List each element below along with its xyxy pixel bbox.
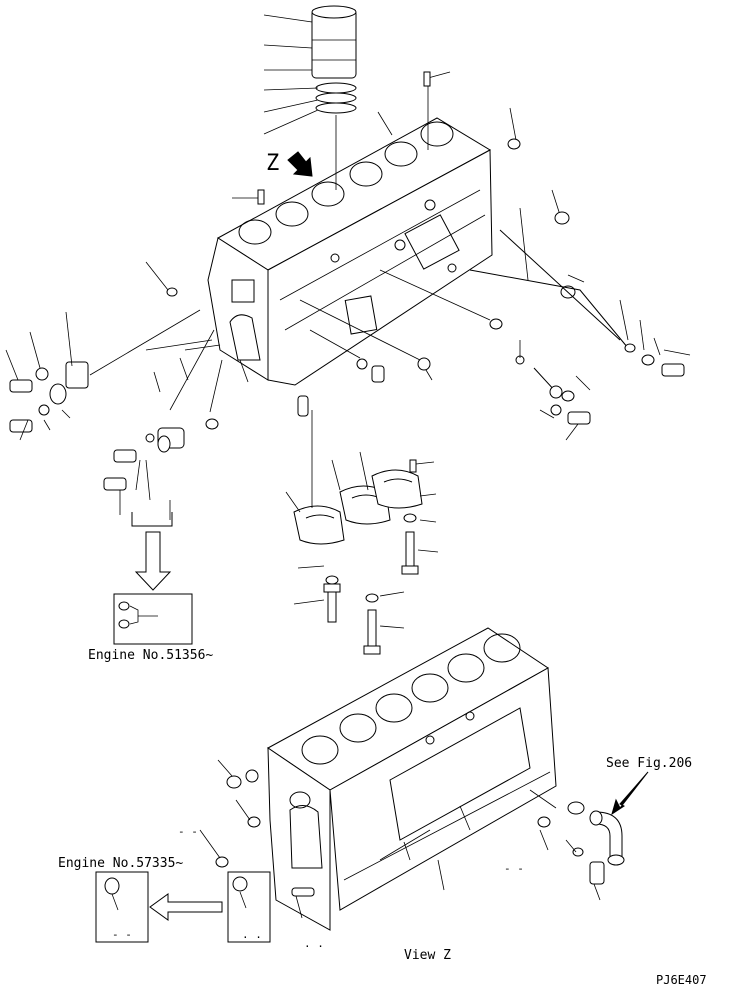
view-letter: Z — [266, 151, 279, 176]
see-fig-label: See Fig.206 — [606, 756, 692, 771]
view-arrow-icon — [287, 151, 313, 177]
cylinder-bores-lower — [301, 633, 521, 765]
drawing-code: PJ6E407 — [656, 973, 707, 987]
view-z-label: View Z — [404, 948, 451, 963]
lower-cylinder-block — [267, 627, 557, 931]
engine-no-label-1: Engine No.51356~ — [88, 648, 213, 663]
callout-leaders-upper — [145, 14, 585, 381]
cylinder-liner — [311, 5, 357, 79]
dash-pair-left: - - — [178, 825, 198, 838]
down-arrow-icon — [134, 531, 172, 591]
dot-pair-bottom: . . — [304, 937, 324, 950]
pointer-arrow-icon — [611, 771, 649, 816]
detail-box-1 — [113, 593, 193, 645]
detail-box-2 — [95, 871, 149, 943]
engine-no-label-2: Engine No.57335~ — [58, 856, 183, 871]
box3-marks: . . — [242, 928, 262, 941]
o-rings — [315, 82, 357, 190]
box2-marks: - - — [112, 928, 132, 941]
dash-pair-right: - - — [504, 862, 524, 875]
main-bearing-caps — [285, 410, 439, 655]
front-left-parts — [5, 309, 249, 520]
small-parts-upper — [166, 71, 576, 417]
oil-pipe-assembly — [565, 771, 649, 901]
small-parts-lower — [199, 759, 585, 919]
detail-box-3 — [227, 871, 271, 943]
upper-cylinder-block — [207, 117, 493, 386]
left-arrow-icon — [149, 893, 223, 921]
cylinder-bores — [238, 121, 454, 245]
variant-bracket — [131, 512, 173, 527]
oil-jet-pipe — [469, 207, 691, 441]
